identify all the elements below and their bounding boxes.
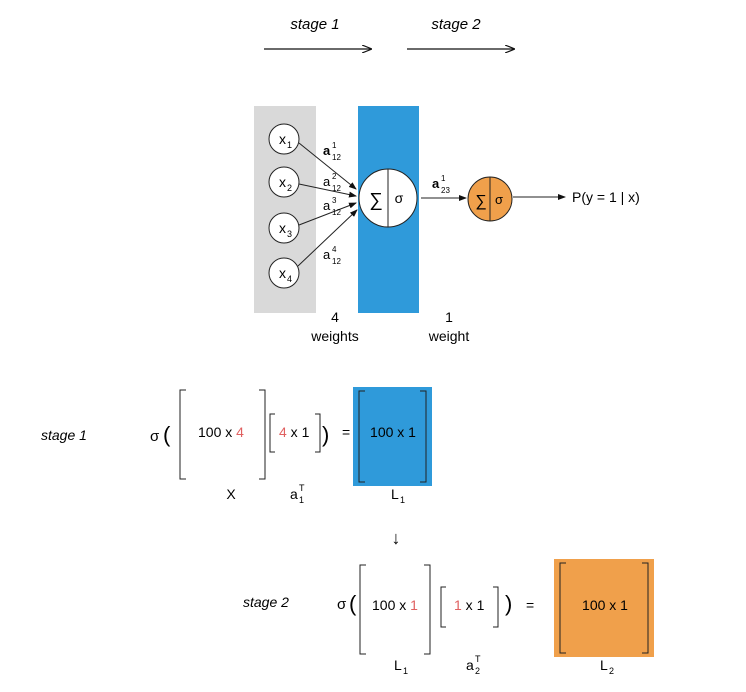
- down-arrow: ↓: [392, 528, 401, 548]
- input-node-x2: x 2: [268, 166, 300, 198]
- input-node-x1: x 1: [268, 123, 300, 155]
- weight-a23-sup: 1: [441, 174, 446, 183]
- under-a2t-sub: 2: [475, 666, 480, 676]
- input-x1-base: x: [279, 131, 286, 147]
- weight-2-sub: 12: [332, 184, 341, 193]
- under-l2-label: L 2: [600, 657, 614, 676]
- under-l1-base: L: [391, 486, 399, 502]
- output-sigma-symbol: σ: [495, 192, 503, 207]
- output-sum-symbol: ∑: [475, 193, 486, 210]
- weight-4-sub: 12: [332, 257, 341, 266]
- weight-a23-sub: 23: [441, 186, 450, 195]
- stage-1-equation-label: stage 1: [41, 427, 87, 443]
- weights-count-1-label: weight: [428, 328, 470, 344]
- under-x-label: X: [226, 486, 236, 502]
- input-x1-sub: 1: [287, 140, 292, 150]
- weights-count-4-label: weights: [310, 328, 358, 344]
- stage-2-equals: =: [526, 597, 534, 613]
- stage-2-equation-label: stage 2: [243, 594, 289, 610]
- under-a1t-label: a T 1: [290, 483, 305, 505]
- matrix-a2-text: 1 x 1: [454, 597, 485, 613]
- matrix-l1: [359, 564, 431, 655]
- weight-1-sub: 12: [332, 153, 341, 162]
- matrix-l1-text: 100 x 1: [372, 597, 418, 613]
- result-matrix-l2: 100 x 1: [554, 559, 654, 657]
- input-node-x3: x 3: [268, 212, 300, 244]
- stage-2-arrow: stage 2: [407, 16, 514, 49]
- under-l1-label-stage2: L 1: [394, 657, 408, 676]
- weight-4-base: a: [323, 247, 331, 262]
- weight-2-base: a: [323, 174, 331, 189]
- stage-1-close-paren: ): [322, 422, 329, 447]
- under-a1t-base: a: [290, 486, 298, 502]
- input-x2-base: x: [279, 174, 286, 190]
- stage-2-sigma: σ: [337, 596, 347, 613]
- weight-label-a12-3: a 3 12: [323, 196, 341, 217]
- hidden-sum-symbol: ∑: [369, 190, 383, 211]
- input-node-x4: x 4: [268, 257, 300, 289]
- matrix-x: [179, 389, 266, 480]
- matrix-a1-text: 4 x 1: [279, 424, 310, 440]
- hidden-sigma-symbol: σ: [395, 190, 404, 206]
- under-l2-sub: 2: [609, 666, 614, 676]
- under-a1t-sup: T: [299, 483, 305, 493]
- input-x2-sub: 2: [287, 183, 292, 193]
- weight-3-base: a: [323, 198, 331, 213]
- stage-1-open-paren: (: [163, 422, 171, 447]
- under-a1t-sub: 1: [299, 495, 304, 505]
- weight-label-a12-4: a 4 12: [323, 245, 341, 266]
- weight-a23-base: a: [432, 176, 440, 191]
- under-l1-stage2-base: L: [394, 657, 402, 673]
- stage-1-arrow-label: stage 1: [290, 16, 339, 33]
- weight-label-a12-2: a 2 12: [323, 172, 341, 193]
- hidden-neuron: ∑ σ: [358, 168, 418, 228]
- weight-label-a23-1: a 1 23: [432, 174, 450, 195]
- matrix-a2: [440, 586, 499, 628]
- under-l2-base: L: [600, 657, 608, 673]
- output-neuron: ∑ σ: [467, 176, 513, 222]
- matrix-x-text: 100 x 4: [198, 424, 244, 440]
- matrix-a1: [269, 413, 321, 453]
- weight-3-sup: 3: [332, 196, 337, 205]
- stage-1-arrow: stage 1: [264, 16, 371, 49]
- output-probability-label: P(y = 1 | x): [572, 189, 640, 205]
- stage-1-equals: =: [342, 424, 350, 440]
- input-x4-base: x: [279, 265, 286, 281]
- weight-1-base: a: [323, 143, 331, 158]
- weight-2-sup: 2: [332, 172, 337, 181]
- under-l1-sub: 1: [400, 495, 405, 505]
- input-x4-sub: 4: [287, 274, 292, 284]
- weight-3-sub: 12: [332, 208, 341, 217]
- weight-4-sup: 4: [332, 245, 337, 254]
- under-a2t-sup: T: [475, 654, 481, 664]
- result-l2-text: 100 x 1: [582, 597, 628, 613]
- stage-1-sigma: σ: [150, 428, 160, 445]
- under-a2t-label: a T 2: [466, 654, 481, 676]
- weights-count-1: 1: [445, 309, 453, 325]
- result-l1-text: 100 x 1: [370, 424, 416, 440]
- stage-2-arrow-label: stage 2: [431, 16, 481, 33]
- stage-2-close-paren: ): [505, 591, 512, 616]
- weight-label-a12-1: a 1 12: [323, 141, 341, 162]
- input-connections: [297, 142, 358, 267]
- input-x3-base: x: [279, 220, 286, 236]
- under-l1-label: L 1: [391, 486, 405, 505]
- input-x3-sub: 3: [287, 229, 292, 239]
- result-matrix-l1: 100 x 1: [353, 387, 432, 486]
- stage-2-open-paren: (: [349, 591, 357, 616]
- weight-1-sup: 1: [332, 141, 337, 150]
- under-a2t-base: a: [466, 657, 474, 673]
- under-l1-stage2-sub: 1: [403, 666, 408, 676]
- weights-count-4: 4: [331, 309, 339, 325]
